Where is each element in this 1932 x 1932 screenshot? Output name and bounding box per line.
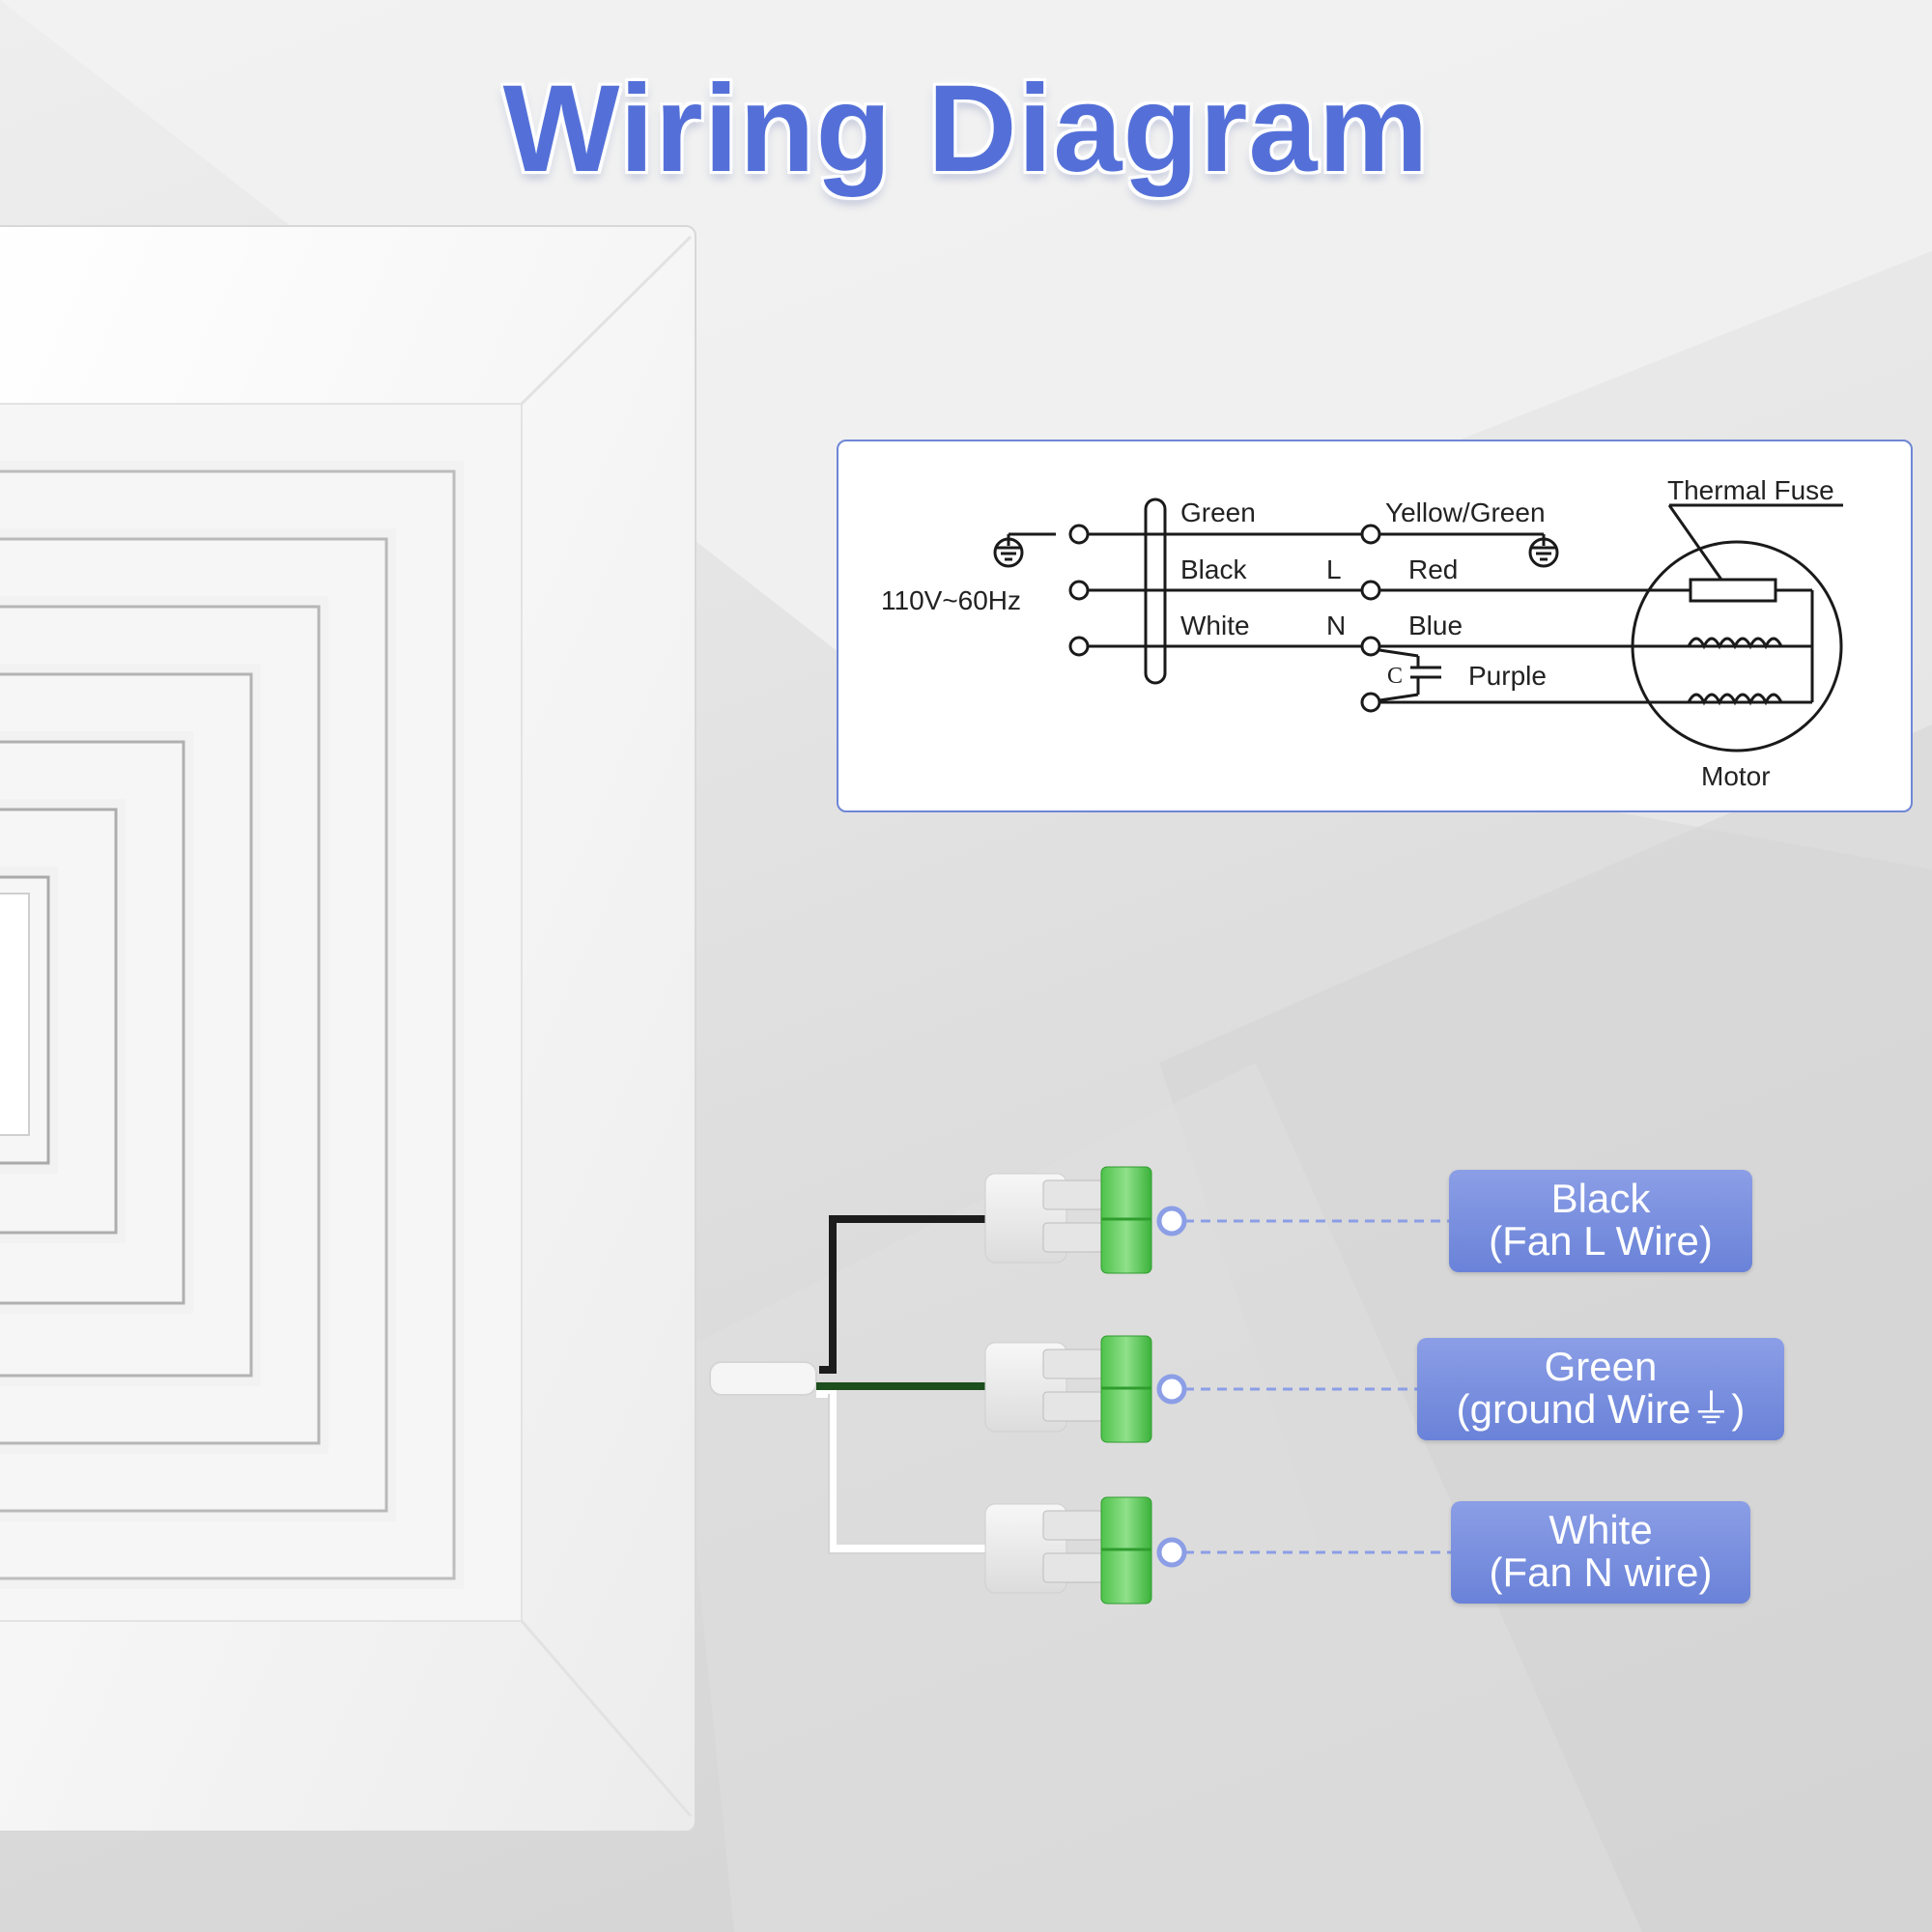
callout-green-title: Green: [1544, 1344, 1658, 1389]
lever-connector-white: [984, 1496, 1152, 1605]
capacitor-label: C: [1387, 664, 1403, 689]
page-title: Wiring Diagram: [502, 60, 1430, 198]
callout-green-subtitle: (ground Wire⏚): [1456, 1386, 1746, 1432]
ground-icon-left: [993, 532, 1056, 568]
motor-label: Motor: [1701, 761, 1771, 791]
callout-white-subtitle: (Fan N wire): [1489, 1549, 1713, 1595]
terminal-label-l: L: [1326, 554, 1342, 584]
wire-label-blue: Blue: [1408, 611, 1463, 640]
lever-connector-black: [984, 1166, 1152, 1274]
wire-label-purple: Purple: [1468, 661, 1547, 691]
white-wire: [816, 1390, 995, 1552]
fan-grille-image: [0, 225, 696, 1833]
wire-label-black: Black: [1180, 554, 1247, 584]
terminal-label-n: N: [1326, 611, 1346, 640]
leader-dot-2: [1156, 1374, 1187, 1405]
callout-black-wire: Black (Fan L Wire): [1449, 1170, 1752, 1272]
thermal-fuse-label: Thermal Fuse: [1667, 475, 1834, 505]
lever-connector-green: [984, 1335, 1152, 1443]
schematic-diagram: 110V~60Hz Green Black White L N Yellow/G…: [837, 440, 1913, 812]
leader-dot-1: [1156, 1206, 1187, 1236]
wire-label-green: Green: [1180, 497, 1256, 527]
ground-icon-right: [1528, 534, 1559, 568]
black-wire: [819, 1215, 995, 1374]
callout-white-wire: White (Fan N wire): [1451, 1501, 1750, 1604]
callout-black-subtitle: (Fan L Wire): [1489, 1218, 1713, 1264]
callout-black-title: Black: [1550, 1176, 1651, 1221]
leader-dot-3: [1156, 1537, 1187, 1568]
callout-white-title: White: [1548, 1507, 1653, 1552]
wire-label-white: White: [1180, 611, 1250, 640]
callout-green-wire: Green (ground Wire⏚): [1417, 1338, 1784, 1440]
wire-label-red: Red: [1408, 554, 1458, 584]
supply-label: 110V~60Hz: [881, 585, 1021, 615]
wire-label-yellow-green: Yellow/Green: [1385, 497, 1546, 527]
fan-cable: [709, 1361, 817, 1396]
